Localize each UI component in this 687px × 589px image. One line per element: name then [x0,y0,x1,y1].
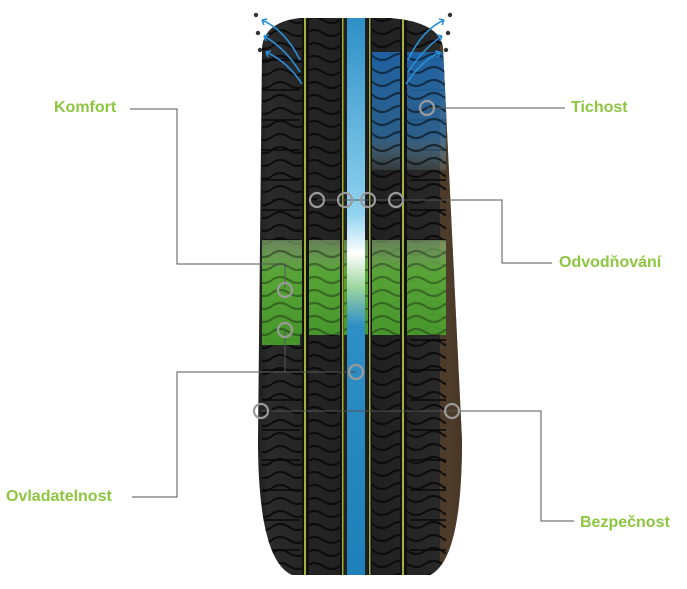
noise-particles [253,12,453,53]
noise-particle-icon [443,47,449,53]
leader-komfort [130,108,286,288]
airflow-arrow-icon [265,51,303,85]
markers [252,99,461,420]
noise-particle-icon [257,47,263,53]
label-komfort: Komfort [54,99,117,116]
circle-marker-icon [443,402,461,420]
label-ovladatelnost: Ovladatelnost [6,488,112,505]
center-rib [347,18,365,575]
circle-marker-icon [308,191,326,209]
circle-marker-icon [418,99,436,117]
label-odvodnovani: Odvodňování [559,254,662,271]
airflow-arrow-icon [407,19,445,61]
airflow-arrows-right [405,18,445,85]
airflow-arrow-icon [263,35,301,73]
tire [258,18,462,575]
circle-marker-icon [276,281,294,299]
circle-marker-icon [359,191,377,209]
airflow-arrow-icon [405,51,441,85]
circle-marker-icon [336,191,354,209]
label-tichost: Tichost [571,99,628,116]
circle-marker-icon [347,363,365,381]
noise-particle-icon [253,12,259,18]
airflow-arrows-left [261,18,303,85]
label-bezpecnost: Bezpečnost [580,514,670,531]
circumferential-grooves [302,18,407,575]
noise-particle-icon [447,12,453,18]
noise-particle-icon [255,30,261,36]
circle-marker-icon [387,191,405,209]
circle-marker-icon [276,321,294,339]
airflow-arrow-icon [261,19,301,61]
leader-odvodnovani [317,199,552,264]
airflow-arrow-icon [407,35,443,73]
leader-bezpecnost [261,410,574,522]
circle-marker-icon [252,402,270,420]
noise-particle-icon [445,30,451,36]
